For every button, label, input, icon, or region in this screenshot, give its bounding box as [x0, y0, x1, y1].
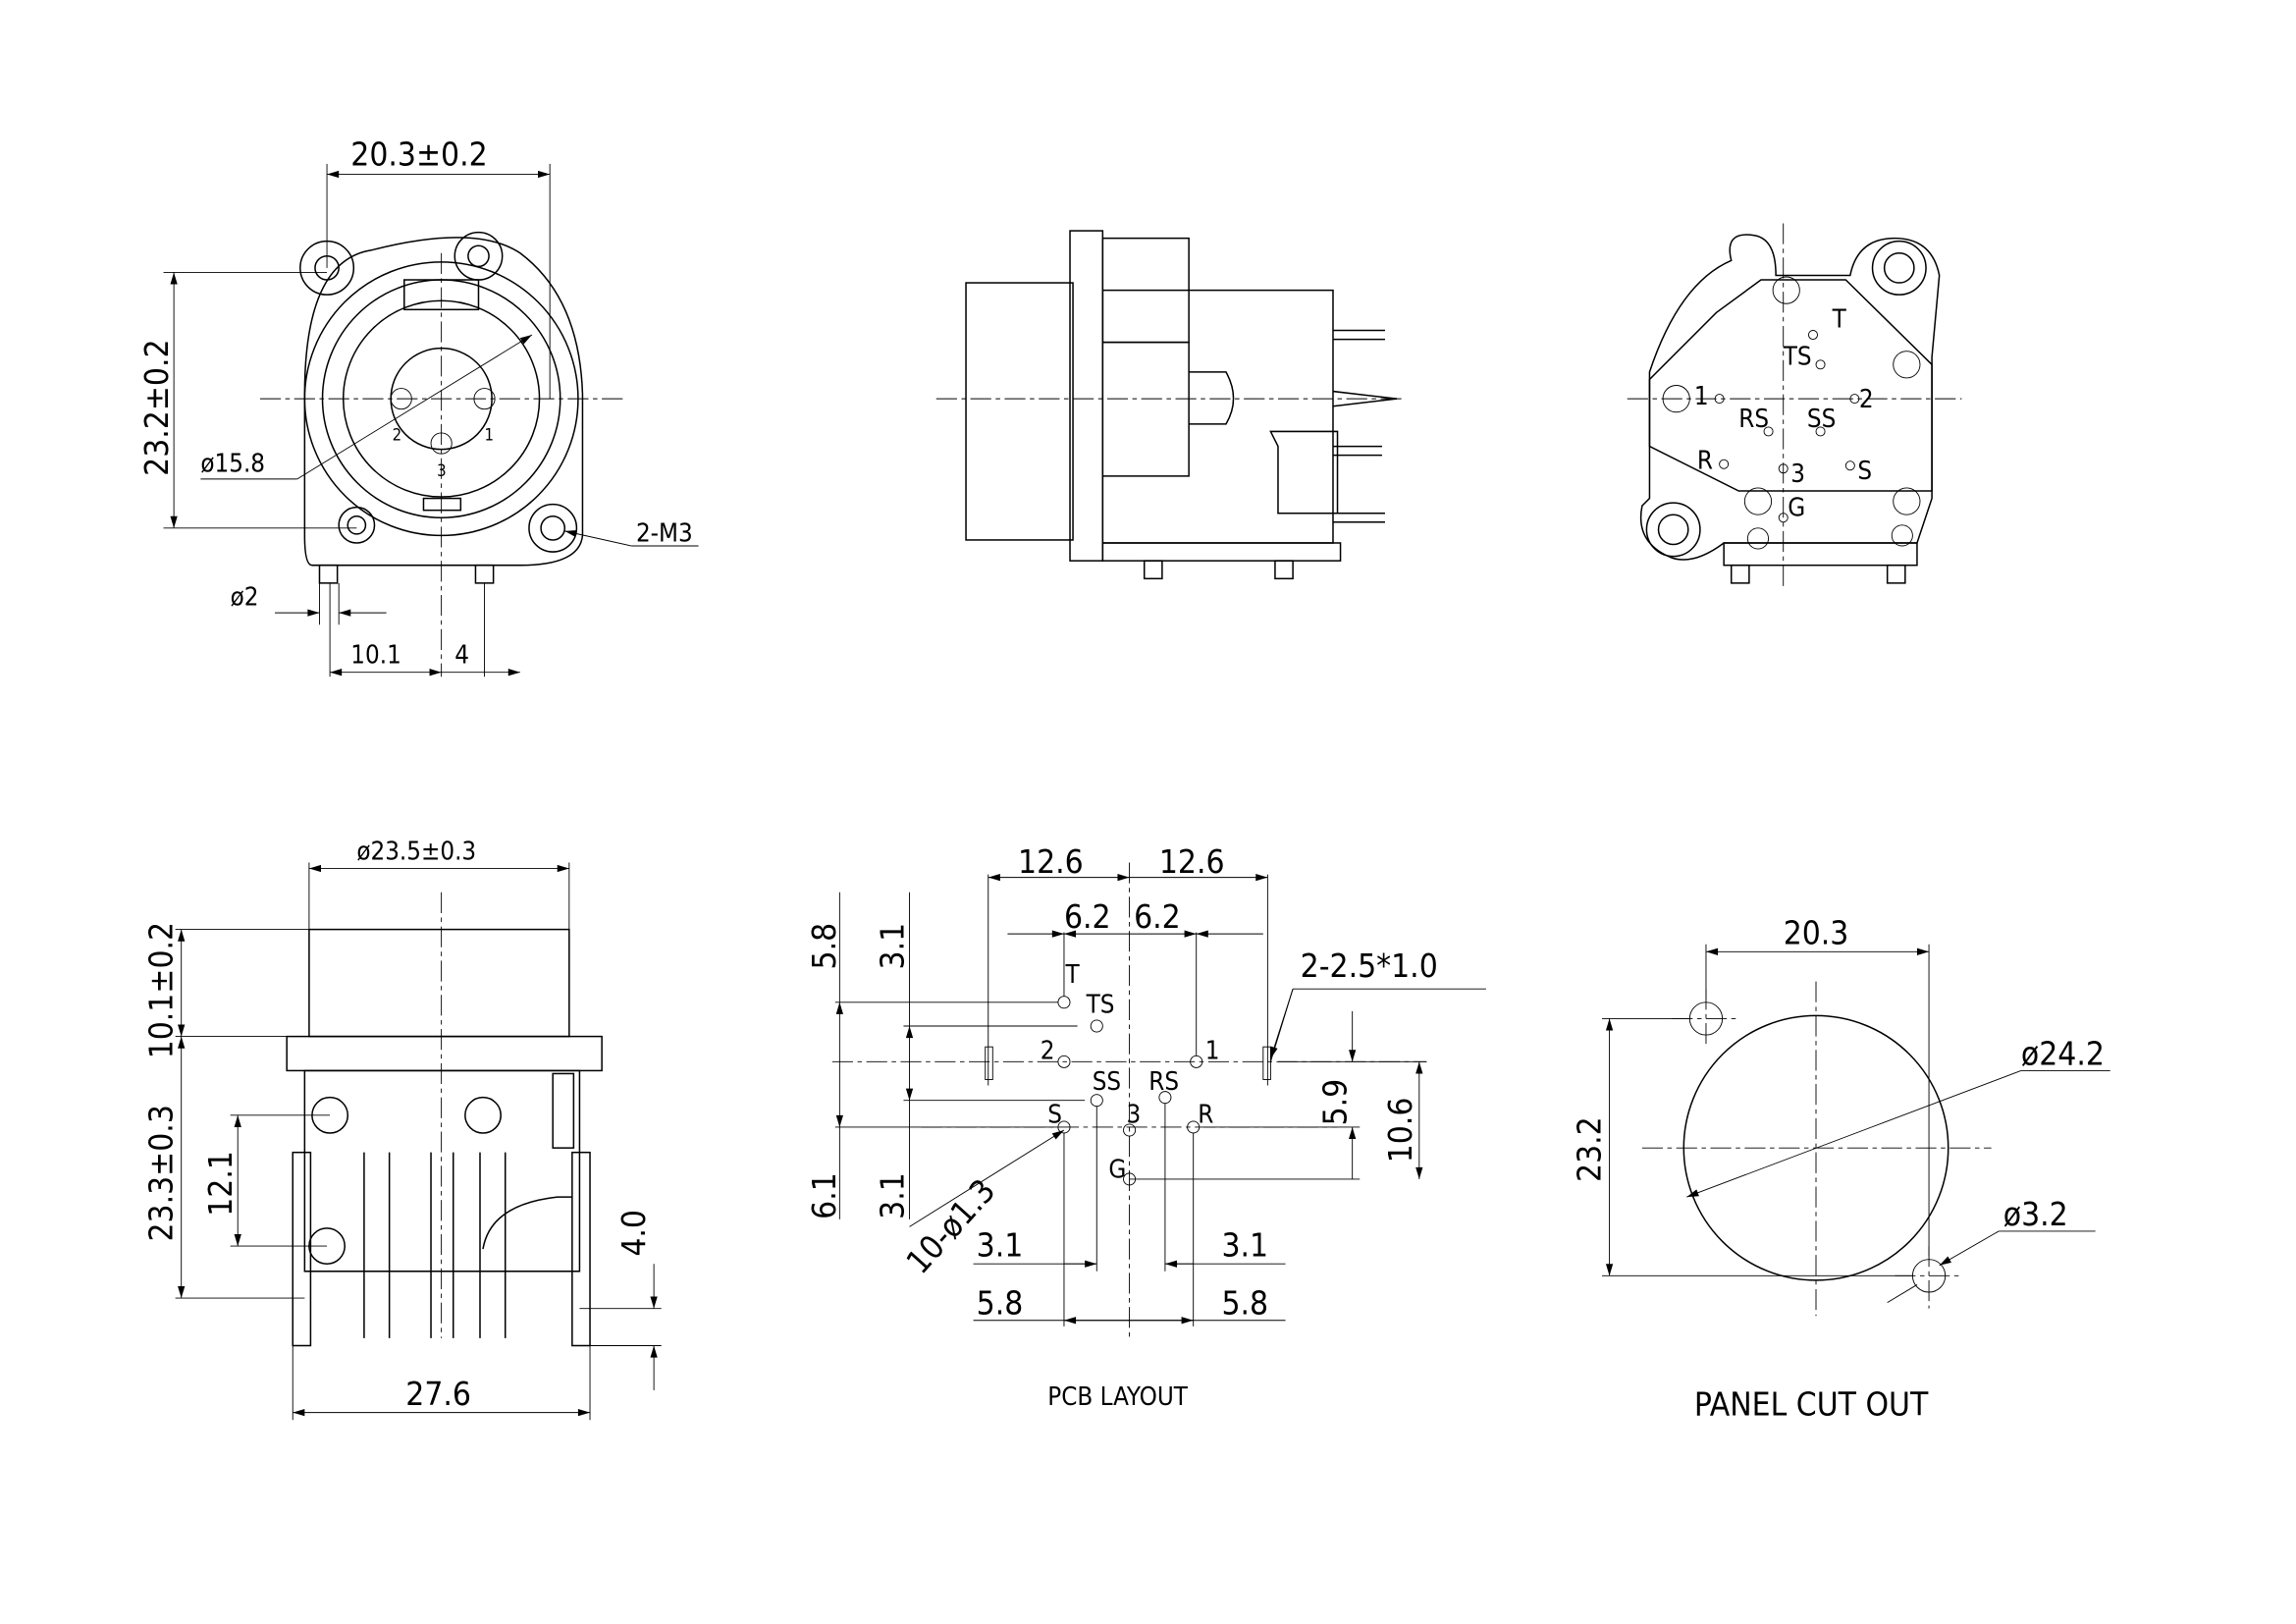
front-view-dimensions [163, 163, 699, 677]
pcb-dim-top-outer: 5.8 [805, 923, 843, 970]
front-width-dim: 20.3±0.2 [350, 135, 487, 173]
pcb-layout: 12.6 12.6 6.2 6.2 2-2.5*1.0 5.8 3.1 6.1 … [805, 842, 1486, 1412]
rear-contact-label: RS [1738, 405, 1769, 434]
rear-contact-label: SS [1807, 405, 1836, 434]
pcb-dim-inner-right: 6.2 [1134, 897, 1181, 936]
rear-contact-label: 2 [1859, 385, 1874, 414]
panel-cutout-title: PANEL CUT OUT [1694, 1385, 1929, 1424]
rear-contact-label: G [1788, 494, 1805, 523]
rear-contact-label: S [1857, 457, 1872, 486]
front-height-dim: 23.2±0.2 [137, 339, 176, 475]
pcb-dim-bottom-outer: 6.1 [805, 1172, 843, 1219]
pcb-dim-top-inner: 3.1 [873, 923, 911, 970]
front-view-outline [259, 231, 624, 677]
bottom-view: ø23.5±0.3 10.1±0.2 23.3±0.3 12.1 4.0 27.… [142, 837, 662, 1421]
pcb-dim-bottom-left-inner: 3.1 [977, 1226, 1024, 1265]
pin-circle-dim: ø15.8 [200, 449, 265, 478]
cylinder-height-dim: 10.1±0.2 [142, 922, 181, 1058]
pcb-hole-label: 1 [1205, 1036, 1220, 1065]
panel-height-dim: 23.2 [1570, 1116, 1608, 1182]
pin-offset-1-dim: 10.1 [350, 641, 401, 671]
pcb-dim-bottom-right-outer: 5.8 [1221, 1284, 1268, 1323]
pcb-hole-label: TS [1086, 990, 1115, 1019]
rear-contact-label: R [1697, 446, 1713, 475]
pcb-holes [1057, 996, 1203, 1186]
pcb-dim-bottom-inner: 3.1 [873, 1172, 911, 1219]
mount-holes-dim: 2-M3 [636, 518, 693, 548]
pin-label: 2 [393, 426, 402, 445]
rear-contact-label: 3 [1790, 460, 1805, 489]
bottom-width-dim: 27.6 [405, 1375, 471, 1413]
pcb-hole-label: SS [1093, 1067, 1121, 1097]
pcb-hole-label: S [1047, 1100, 1062, 1129]
pcb-dimension-lines [834, 873, 1486, 1326]
pcb-dim-bottom-right-inner: 3.1 [1221, 1226, 1268, 1265]
pin-label: 1 [485, 426, 495, 445]
pin-length-dim: 4.0 [614, 1210, 653, 1257]
bottom-diameter-dim: ø23.5±0.3 [356, 837, 476, 866]
pcb-dim-right-inner: 5.9 [1316, 1079, 1355, 1126]
rear-contact-label: 1 [1694, 382, 1709, 411]
pcb-dim-inner-left: 6.2 [1064, 897, 1111, 936]
hole-dia-dim: ø3.2 [2003, 1195, 2068, 1233]
rear-view: T TS 1 RS SS 2 R 3 S G [1627, 223, 1962, 588]
pcb-slot-note: 2-2.5*1.0 [1301, 947, 1438, 985]
rear-contact-label: T [1832, 304, 1847, 334]
front-view: 20.3±0.2 23.2±0.2 ø15.8 2-M3 ø2 10.1 4 2… [137, 135, 699, 677]
pcb-hole-label: 3 [1127, 1100, 1142, 1129]
pcb-hole-label: T [1064, 960, 1080, 990]
pin-dia-dim: ø2 [231, 583, 259, 613]
panel-cutout: 20.3 23.2 ø24.2 ø3.2 PANEL CUT OUT [1570, 914, 2110, 1424]
pcb-dim-outer-right: 12.6 [1159, 842, 1225, 881]
panel-width-dim: 20.3 [1784, 914, 1849, 952]
cutout-dia-dim: ø24.2 [2021, 1034, 2105, 1072]
rear-contact-label: TS [1783, 342, 1812, 371]
body-height-dim: 23.3±0.3 [142, 1105, 181, 1241]
pcb-hole-label: RS [1148, 1067, 1179, 1097]
pcb-hole-label: 2 [1041, 1036, 1055, 1065]
pcb-layout-title: PCB LAYOUT [1047, 1382, 1189, 1412]
pcb-dim-outer-left: 12.6 [1018, 842, 1084, 881]
side-view [935, 230, 1405, 580]
pcb-hole-label: R [1198, 1100, 1213, 1129]
pcb-dim-bottom-left-outer: 5.8 [977, 1284, 1024, 1323]
hole-height-dim: 12.1 [201, 1151, 240, 1217]
pin-label: 3 [437, 461, 447, 480]
pin-offset-2-dim: 4 [454, 641, 469, 671]
pcb-hole-label: G [1108, 1155, 1126, 1184]
pcb-dim-right-outer: 10.6 [1381, 1098, 1419, 1164]
